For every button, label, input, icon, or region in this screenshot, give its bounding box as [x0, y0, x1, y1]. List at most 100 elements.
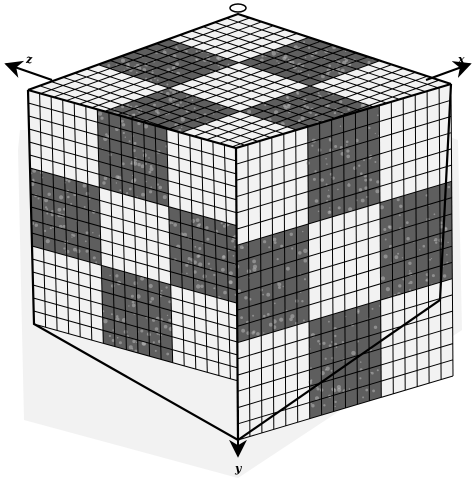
top-speckle — [228, 64, 230, 66]
right-speckle — [346, 144, 348, 146]
right-speckle — [397, 253, 399, 255]
right-speckle — [286, 267, 290, 271]
left-speckle — [229, 280, 233, 284]
top-speckle — [310, 112, 312, 114]
left-speckle — [123, 132, 125, 134]
left-speckle — [129, 140, 131, 142]
right-speckle — [328, 211, 332, 215]
top-speckle — [169, 98, 173, 102]
top-vertex-mark — [230, 4, 246, 12]
left-speckle — [119, 189, 121, 191]
right-speckle — [331, 341, 333, 343]
left-speckle — [45, 206, 47, 208]
left-speckle — [198, 254, 201, 257]
left-speckle — [134, 142, 137, 145]
left-speckle — [155, 327, 159, 331]
top-speckle — [308, 74, 310, 76]
right-speckle — [371, 372, 374, 375]
right-speckle — [323, 404, 325, 406]
left-speckle — [50, 227, 52, 229]
left-speckle — [132, 348, 134, 350]
left-speckle — [92, 232, 93, 233]
right-speckle — [242, 247, 244, 249]
left-speckle — [83, 184, 87, 188]
top-speckle — [297, 92, 300, 95]
right-speckle — [361, 199, 365, 203]
top-speckle — [180, 102, 182, 104]
top-speckle — [155, 109, 158, 112]
left-speckle — [103, 319, 107, 323]
top-speckle — [276, 60, 277, 61]
left-speckle — [102, 181, 105, 184]
left-speckle — [126, 192, 128, 194]
left-speckle — [132, 301, 135, 304]
right-speckle — [269, 323, 273, 327]
left-speckle — [153, 341, 155, 343]
right-speckle — [375, 189, 379, 193]
top-speckle — [318, 92, 320, 94]
left-speckle — [63, 225, 66, 228]
top-speckle — [136, 72, 138, 74]
right-speckle — [303, 320, 305, 322]
left-speckle — [221, 268, 225, 272]
top-speckle — [181, 127, 182, 128]
left-speckle — [198, 262, 202, 266]
left-speckle — [95, 261, 97, 263]
left-speckle — [116, 182, 117, 183]
right-speckle — [252, 260, 256, 264]
right-speckle — [364, 186, 367, 189]
right-speckle — [301, 300, 303, 302]
left-speckle — [213, 274, 215, 276]
right-speckle — [365, 389, 368, 392]
right-speckle — [447, 242, 448, 243]
left-speckle — [150, 165, 153, 168]
right-speckle — [351, 351, 355, 355]
left-speckle — [58, 208, 62, 212]
left-speckle — [198, 223, 201, 226]
left-speckle — [196, 218, 200, 222]
right-speckle — [325, 369, 327, 371]
top-speckle — [196, 50, 198, 52]
left-speckle — [128, 305, 129, 306]
left-speckle — [145, 163, 147, 165]
left-speckle — [158, 186, 162, 190]
right-speckle — [317, 388, 320, 391]
right-speckle — [340, 126, 341, 127]
left-speckle — [172, 222, 174, 224]
left-speckle — [85, 240, 87, 242]
left-speckle — [222, 255, 225, 258]
left-speckle — [164, 325, 168, 329]
left-speckle — [136, 342, 137, 343]
right-speckle — [368, 127, 370, 129]
top-speckle — [121, 59, 125, 63]
left-speckle — [155, 350, 157, 352]
top-speckle — [154, 78, 156, 80]
left-speckle — [84, 206, 86, 208]
left-speckle — [140, 330, 143, 333]
right-speckle — [240, 316, 243, 319]
left-speckle — [206, 238, 209, 241]
top-speckle — [185, 50, 187, 52]
left-speckle — [129, 188, 132, 191]
right-speckle — [337, 388, 341, 392]
top-speckle — [288, 59, 289, 60]
axis-z-label: z — [25, 53, 33, 66]
right-speckle — [383, 228, 386, 231]
left-speckle — [46, 239, 50, 243]
left-speckle — [119, 341, 122, 344]
right-speckle — [298, 251, 302, 255]
top-speckle — [284, 106, 287, 109]
left-speckle — [112, 329, 114, 331]
right-speckle — [384, 255, 388, 259]
right-speckle — [409, 270, 411, 272]
right-speckle — [431, 258, 432, 259]
right-speckle — [315, 199, 319, 203]
right-speckle — [313, 178, 316, 181]
right-speckle — [377, 114, 379, 116]
right-speckle — [347, 184, 350, 187]
right-speckle — [434, 213, 436, 215]
right-speckle — [273, 238, 277, 242]
left-speckle — [68, 180, 71, 183]
right-speckle — [336, 346, 338, 348]
right-speckle — [375, 133, 376, 134]
